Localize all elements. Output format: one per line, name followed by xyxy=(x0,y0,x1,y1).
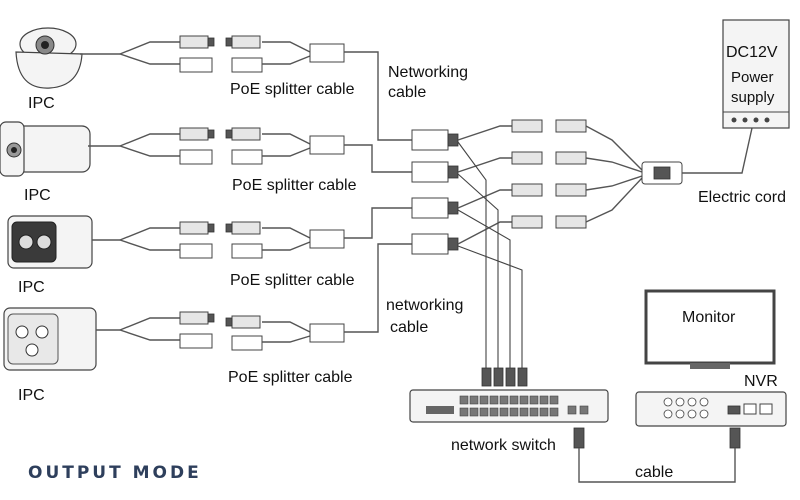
dc-cables xyxy=(457,119,753,245)
networking-cable-label: cable xyxy=(388,84,426,101)
network-switch-label: network switch xyxy=(451,437,556,454)
power-supply-voltage: DC12V xyxy=(726,44,778,61)
output-mode-caption: OUTPUT MODE xyxy=(28,463,202,483)
splitter-label: PoE splitter cable xyxy=(230,81,355,98)
power-supply-label: Power xyxy=(731,69,774,86)
nvr-label: NVR xyxy=(744,373,778,390)
camera-label: IPC xyxy=(24,187,51,204)
camera-label: IPC xyxy=(18,279,45,296)
networking-cables xyxy=(344,51,412,333)
poe-splitters xyxy=(225,35,345,351)
power-supply-label: supply xyxy=(731,89,775,106)
network-switch xyxy=(409,389,609,423)
cable-label: cable xyxy=(635,464,673,481)
networking-cable-label: cable xyxy=(390,319,428,336)
monitor xyxy=(644,289,776,369)
networking-cable-label: networking xyxy=(386,297,463,314)
switch-cables xyxy=(457,141,528,387)
splitter-label: PoE splitter cable xyxy=(230,272,355,289)
camera-pigtails xyxy=(119,35,215,349)
monitor-label: Monitor xyxy=(682,309,736,326)
electric-cord-label: Electric cord xyxy=(698,189,786,206)
camera-dome xyxy=(15,27,120,89)
camera-bullet-1 xyxy=(0,121,120,177)
camera-bullet-3 xyxy=(3,307,120,371)
camera-label: IPC xyxy=(18,387,45,404)
camera-label: IPC xyxy=(28,95,55,112)
splitter-label: PoE splitter cable xyxy=(228,369,353,386)
camera-bullet-2 xyxy=(7,215,120,269)
networking-cable-label: Networking xyxy=(388,64,468,81)
switch-nvr-cable xyxy=(573,427,741,483)
nvr xyxy=(635,391,787,427)
poe-injectors xyxy=(411,129,459,255)
splitter-label: PoE splitter cable xyxy=(232,177,357,194)
power-supply xyxy=(722,19,790,129)
